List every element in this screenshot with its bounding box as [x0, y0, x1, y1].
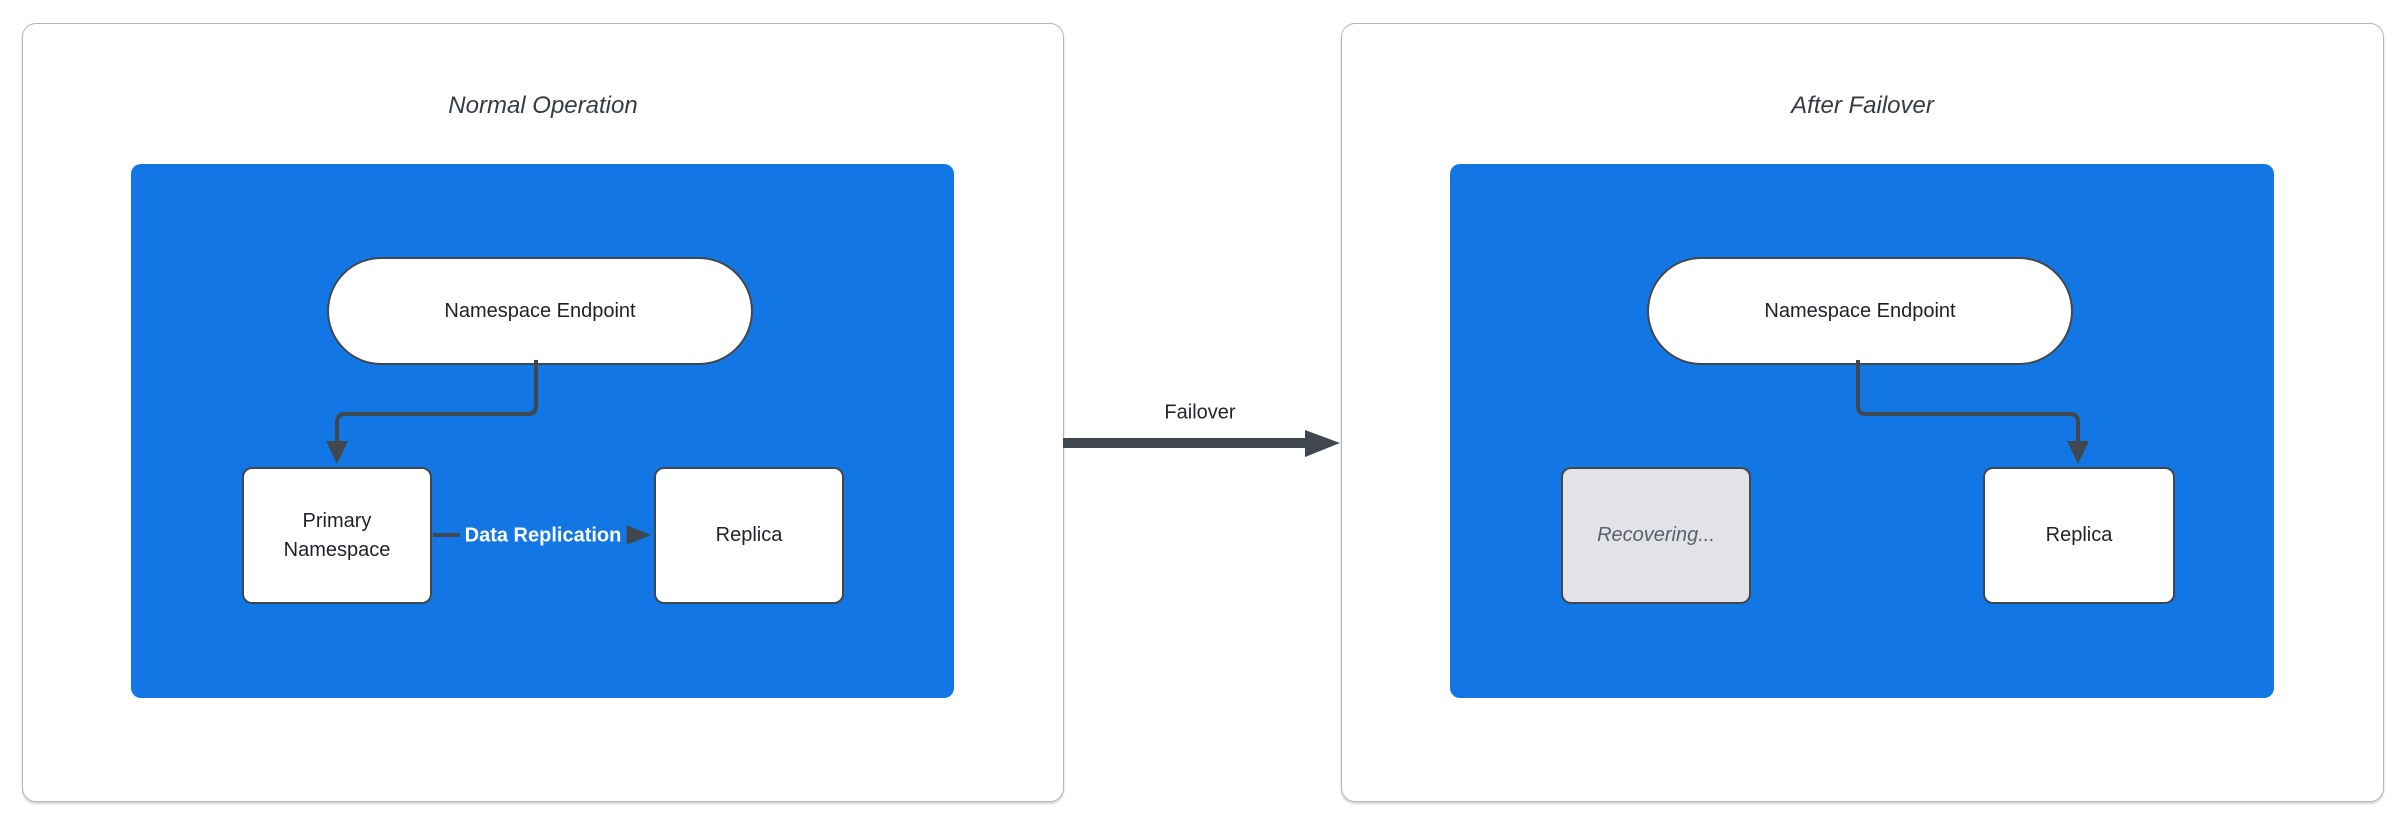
primary-namespace-label: Primary Namespace	[283, 509, 391, 561]
panel-title: After Failover	[1791, 92, 1934, 119]
namespace-cluster-container	[1450, 164, 2274, 698]
panel-after-failover: After Failover Namespace Endpoint Recove…	[1341, 23, 2384, 802]
namespace-cluster-container	[131, 164, 954, 698]
replica-label: Replica	[2045, 524, 2113, 546]
data-replication-label: Data Replication	[459, 522, 627, 550]
namespace-endpoint-label: Namespace Endpoint	[444, 299, 636, 322]
failover-arrowhead	[1305, 430, 1340, 457]
panel-normal-operation: Normal Operation Namespace Endpoint Prim…	[22, 23, 1064, 802]
panel-title: Normal Operation	[448, 92, 638, 119]
replica-label: Replica	[715, 524, 783, 546]
namespace-endpoint-node: Namespace Endpoint	[1647, 257, 2073, 365]
primary-namespace-node: Primary Namespace	[242, 467, 432, 604]
recovering-label: Recovering...	[1597, 524, 1715, 546]
namespace-endpoint-label: Namespace Endpoint	[1764, 299, 1956, 322]
replica-node: Replica	[1983, 467, 2175, 604]
recovering-node: Recovering...	[1561, 467, 1751, 604]
namespace-endpoint-node: Namespace Endpoint	[327, 257, 753, 365]
replica-node: Replica	[654, 467, 844, 604]
failover-label: Failover	[1160, 401, 1240, 425]
